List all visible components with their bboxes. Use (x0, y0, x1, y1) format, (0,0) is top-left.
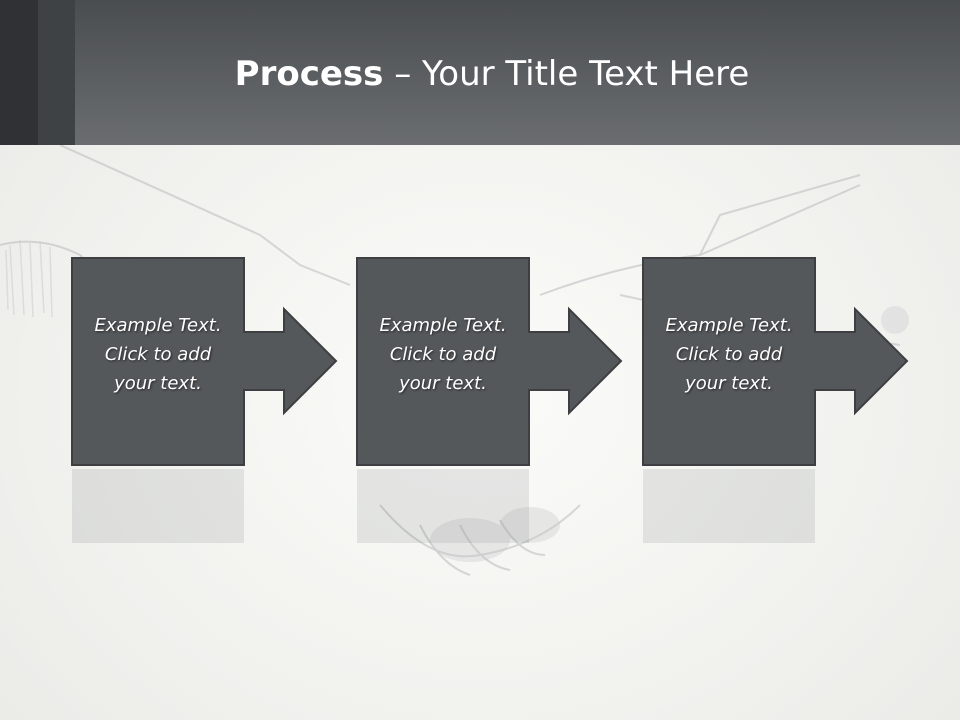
step-text-line: Example Text. (665, 315, 793, 336)
step-text-line: Click to add (389, 344, 497, 365)
title-bar (0, 0, 960, 145)
step-reflection (643, 469, 815, 543)
step-text-line: your text. (114, 373, 202, 394)
step-reflection (72, 469, 244, 543)
step-text-line: your text. (685, 373, 773, 394)
step-block-1[interactable] (71, 257, 338, 466)
step-text-1[interactable]: Example Text. Click to add your text. (72, 311, 244, 398)
slide-title[interactable]: Process – Your Title Text Here (0, 52, 960, 96)
step-text-line: Click to add (675, 344, 783, 365)
title-rest: Your Title Text Here (422, 54, 750, 94)
step-text-line: Example Text. (379, 315, 507, 336)
accent-bar-dark (0, 0, 38, 145)
step-text-line: Click to add (104, 344, 212, 365)
accent-bar-mid (38, 0, 75, 145)
step-text-2[interactable]: Example Text. Click to add your text. (357, 311, 529, 398)
step-block-2[interactable] (356, 257, 623, 466)
step-text-line: your text. (399, 373, 487, 394)
step-text-3[interactable]: Example Text. Click to add your text. (643, 311, 815, 398)
handshake-sketch-background (0, 145, 909, 576)
title-strong: Process (234, 54, 384, 94)
step-text-line: Example Text. (94, 315, 222, 336)
step-reflection (357, 469, 529, 543)
title-separator: – (383, 54, 423, 94)
step-block-3[interactable] (642, 257, 909, 466)
